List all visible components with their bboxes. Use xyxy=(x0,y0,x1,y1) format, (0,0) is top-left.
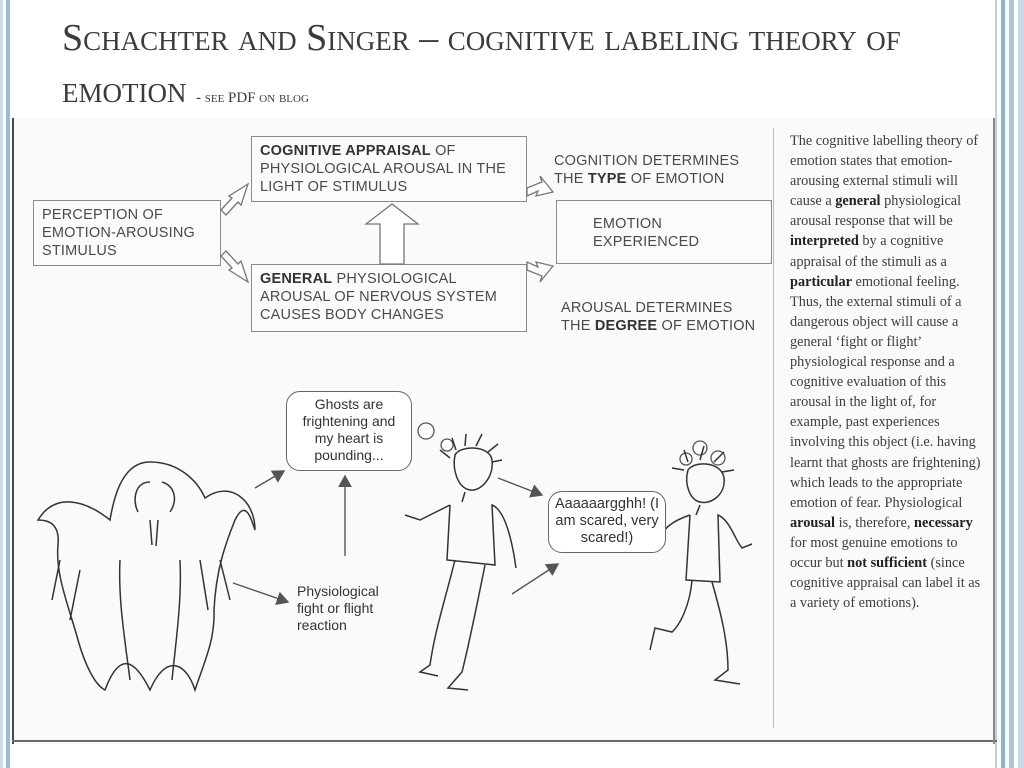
left-border-stripe xyxy=(6,0,10,768)
para-bold: interpreted xyxy=(790,233,859,250)
frightened-person-drawing xyxy=(404,433,517,691)
scan-edge xyxy=(12,740,997,742)
arrow-arousal-to-emotion xyxy=(526,260,555,283)
right-border-stripe xyxy=(1001,0,1005,768)
para-text: by a cognitive appraisal of the stimuli … xyxy=(790,233,947,270)
arrow-ghost-to-thought xyxy=(254,470,286,489)
emotion-text: EMOTION EXPERIENCED xyxy=(593,216,700,250)
arousal-text: PHYSIOLOGICAL AROUSAL OF NERVOUS SYSTEM … xyxy=(260,271,498,323)
arrow-ghost-to-reaction xyxy=(232,582,290,605)
scan-edge xyxy=(993,118,995,744)
perception-text: PERCEPTION OF EMOTION-AROUSING STIMULUS xyxy=(42,207,196,259)
arousal-det-post: OF EMOTION xyxy=(661,318,756,334)
arousal-det-bold: DEGREE xyxy=(594,318,658,334)
arousal-det-pre: AROUSAL DETERMINES THE xyxy=(561,300,733,334)
arousal-degree-label: AROUSAL DETERMINES THE DEGREE OF EMOTION xyxy=(561,299,757,335)
para-bold: not sufficient xyxy=(847,554,927,571)
cognition-pre: COGNITION DETERMINES THE xyxy=(554,153,740,187)
para-text: The cognitive labelling theory of emotio… xyxy=(790,133,979,210)
para-bold: necessary xyxy=(914,514,973,531)
arousal-bold: GENERAL xyxy=(260,271,333,287)
appraisal-bold: COGNITIVE APPRAISAL xyxy=(260,143,431,159)
left-border-stripe xyxy=(0,0,3,768)
title-sub: - see PDF on blog xyxy=(195,90,309,106)
right-border-stripe xyxy=(995,0,997,768)
speech-bubble: Aaaaaargghh! (I am scared, very scared!) xyxy=(548,491,666,553)
appraisal-text: OF PHYSIOLOGICAL AROUSAL IN THE LIGHT OF… xyxy=(260,143,506,195)
right-border-stripe xyxy=(1018,0,1024,768)
arrow-person-to-speech xyxy=(497,477,544,498)
speech-text: Aaaaaargghh! (I am scared, very scared!) xyxy=(555,496,659,546)
arousal-box: GENERAL PHYSIOLOGICAL AROUSAL OF NERVOUS… xyxy=(251,264,527,332)
running-person-drawing xyxy=(649,445,753,685)
reaction-label: Physiological fight or flight reaction xyxy=(297,583,407,634)
ghost-drawing xyxy=(36,461,256,693)
cognition-label: COGNITION DETERMINES THE TYPE OF EMOTION xyxy=(554,152,764,188)
para-bold: particular xyxy=(790,273,852,290)
emotion-box: EMOTION EXPERIENCED xyxy=(556,200,772,264)
cognition-bold: TYPE xyxy=(587,171,627,187)
para-text: (since cognitive appraisal can label it … xyxy=(790,554,981,612)
para-bold: arousal xyxy=(790,514,836,531)
para-text: is, therefore, xyxy=(838,514,911,531)
arrow-arousal-to-appraisal xyxy=(364,203,420,265)
para-bold: general xyxy=(835,193,881,210)
reaction-text: Physiological fight or flight reaction xyxy=(297,583,379,633)
cognition-post: OF EMOTION xyxy=(630,171,725,187)
arrow-appraisal-to-emotion xyxy=(526,175,555,198)
title-main: Schachter and Singer – cognitive labelin… xyxy=(62,17,901,111)
para-text: emotional feeling. Thus, the external st… xyxy=(790,273,981,511)
perception-box: PERCEPTION OF EMOTION-AROUSING STIMULUS xyxy=(33,200,221,266)
para-text: for most genuine emotions to occur but xyxy=(790,534,958,571)
slide-title: Schachter and Singer – cognitive labelin… xyxy=(62,12,992,124)
arrow-speech-pointer xyxy=(511,563,560,595)
thought-text: Ghosts are frightening and my heart is p… xyxy=(302,396,396,463)
thought-bubble: Ghosts are frightening and my heart is p… xyxy=(286,391,412,471)
right-border-stripe xyxy=(1009,0,1014,768)
arrow-perception-to-appraisal xyxy=(220,182,250,216)
arrow-perception-to-arousal xyxy=(220,250,250,284)
explanation-paragraph: The cognitive labelling theory of emotio… xyxy=(790,131,990,613)
para-text: physiological arousal response that will… xyxy=(790,193,962,230)
scan-edge xyxy=(12,118,14,744)
appraisal-box: COGNITIVE APPRAISAL OF PHYSIOLOGICAL ARO… xyxy=(251,136,527,202)
column-divider xyxy=(773,128,774,728)
